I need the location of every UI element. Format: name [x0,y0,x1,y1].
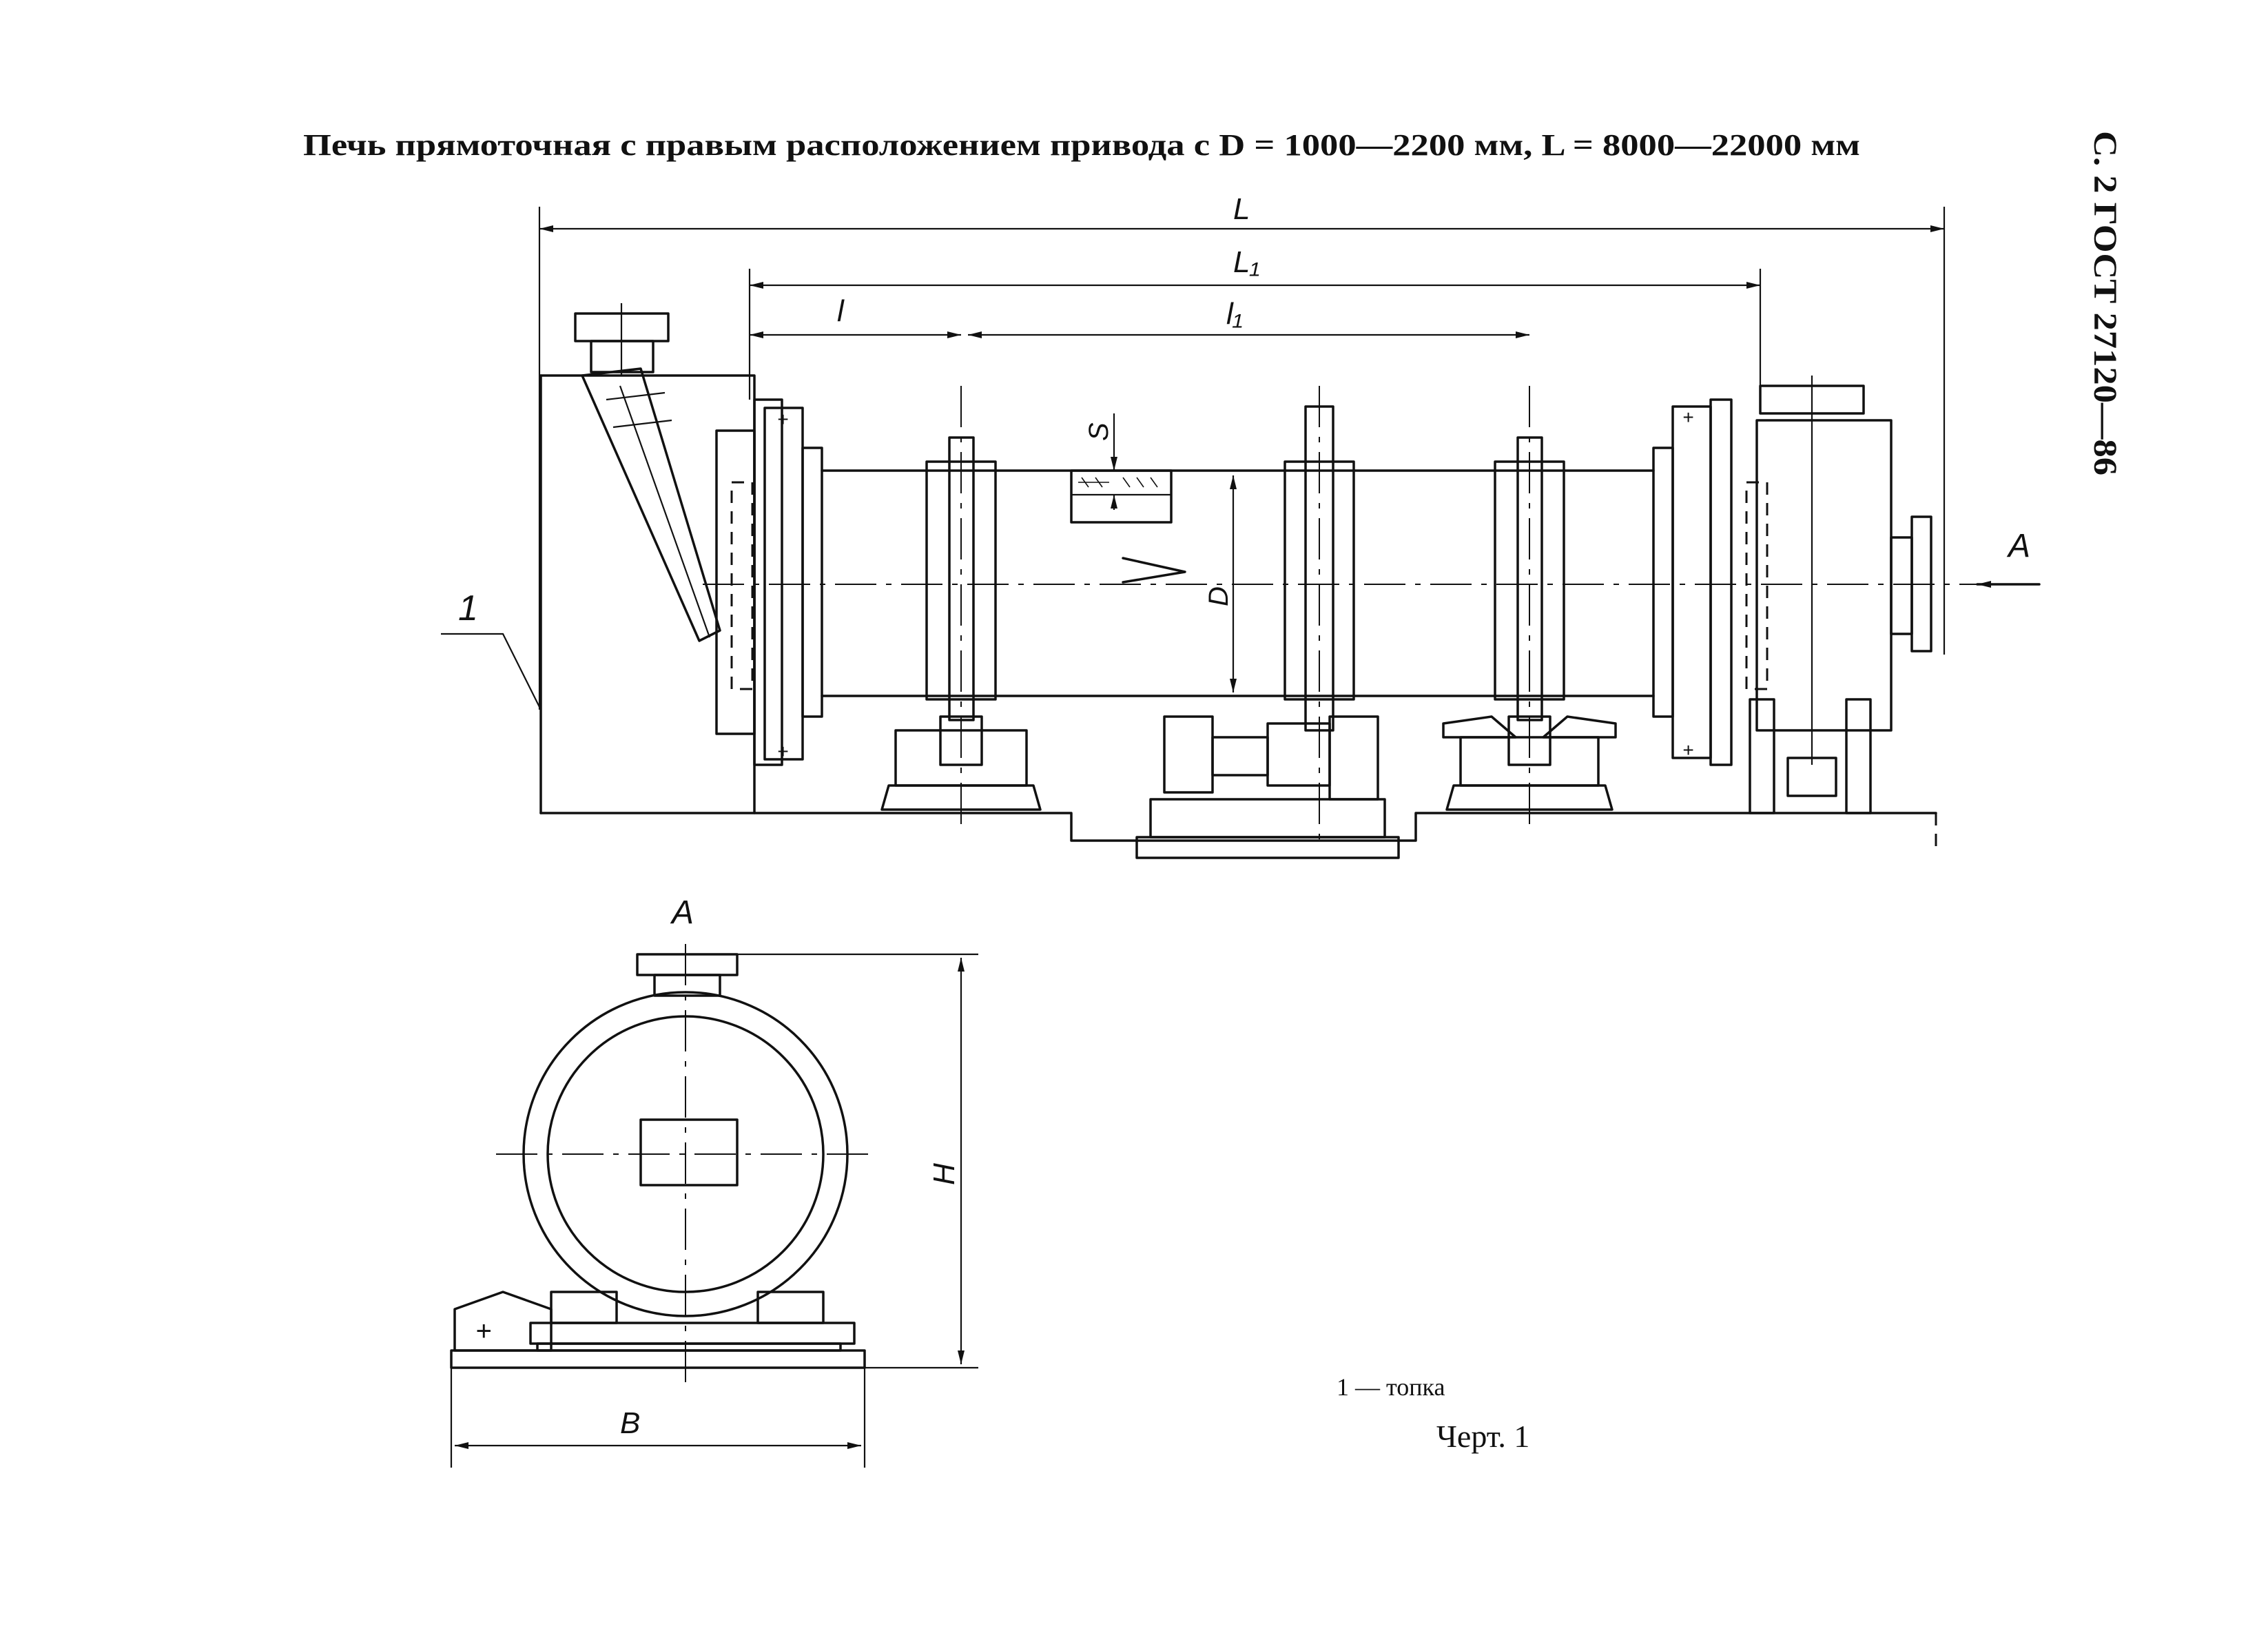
view-marker-end: A [670,894,694,931]
foundation [539,812,1937,854]
view-marker-side: A [2006,528,2030,564]
plus-mark-top-right: + [1682,407,1693,428]
plus-mark-bottom-right: + [1682,739,1693,761]
dimension-label-H: H [927,1163,961,1185]
tyre-support-2 [1442,386,1617,827]
page-header: С. 2 ГОСТ 27120—86 [2087,131,2123,475]
dimension-label-D: D [1204,586,1234,606]
figure-caption: Черт. 1 [1436,1419,1529,1454]
tyre-support-1 [880,386,1042,827]
side-view: L L₁ l l₁ [441,192,2041,859]
kiln-drum: S D [703,413,1998,697]
dimension-L1: L₁ [748,245,1762,400]
end-view: A + H B [450,894,978,1468]
inlet-head: + + [715,398,823,766]
plus-mark-top-left: + [777,409,788,430]
drawing-title: Печь прямоточная с правым расположением … [303,128,1860,162]
drive-unit [1135,386,1400,859]
dimension-label-L1: L₁ [1233,245,1259,279]
dimension-label-L: L [1233,192,1250,226]
outlet-head: + + [1652,376,1932,814]
dimension-label-l1: l₁ [1226,297,1243,331]
plus-mark-bottom-left: + [777,741,788,762]
furnace-block [539,303,756,814]
legend-text: 1 — топка [1337,1373,1445,1401]
plus-mark-end-view: + [475,1316,491,1346]
dimension-L: L [538,192,1946,710]
callout-number: 1 [458,588,478,628]
dimension-label-B: B [620,1406,640,1440]
furnace-callout: 1 [441,588,542,710]
dimension-label-S: S [1084,422,1114,441]
dimension-l: l [750,294,961,338]
view-a-arrow: A [1976,528,2041,588]
dimension-label-l: l [837,294,845,328]
dimension-l1: l₁ [968,297,1529,338]
